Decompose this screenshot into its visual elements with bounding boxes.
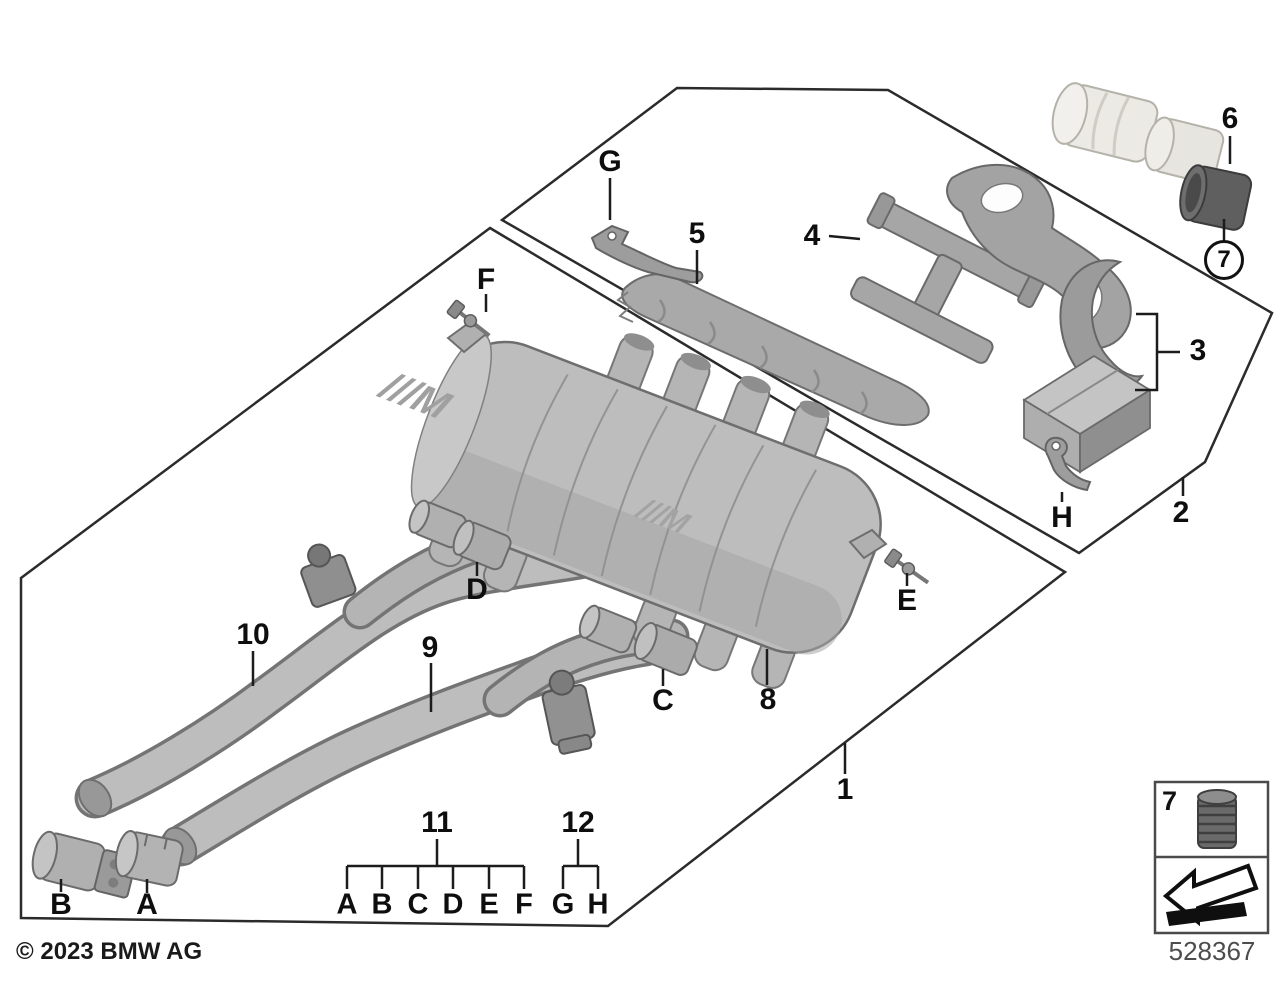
install-arrow-icon	[1162, 863, 1259, 927]
clamp-part-a	[114, 830, 184, 887]
fastener-row-e: E	[479, 888, 499, 921]
callout-3[interactable]: 3	[1189, 334, 1207, 367]
set-screw-icon	[1197, 789, 1237, 849]
clamp-part-c	[578, 604, 698, 676]
exhaust-valve-actuator-left	[300, 543, 357, 608]
legend-item-number: 7	[1162, 786, 1178, 816]
fastener-row-a: A	[336, 888, 358, 921]
callout-9[interactable]: 9	[421, 631, 439, 664]
callout-h: H	[1051, 501, 1073, 534]
bracket-part-h	[1044, 436, 1092, 492]
exhaust-valve-actuator-center	[541, 669, 596, 755]
callout-c: C	[652, 684, 674, 717]
rear-muffler: ///M ///M	[371, 333, 882, 689]
fastener-row-g: G	[551, 888, 575, 921]
callout-d: D	[466, 573, 488, 606]
screw-part-e	[884, 548, 930, 585]
cross-bracket	[850, 192, 1047, 364]
callout-2[interactable]: 2	[1172, 496, 1190, 529]
kit-box	[1022, 354, 1152, 474]
callout-8[interactable]: 8	[759, 683, 777, 716]
callout-b-left: B	[50, 888, 72, 921]
diagram-number: 528367	[1168, 936, 1256, 966]
legend-box	[1153, 780, 1270, 935]
tailpipe-tip-large-light	[1051, 82, 1159, 163]
fastener-row-f: F	[515, 888, 533, 921]
fastener-row-b: B	[371, 888, 393, 921]
fastener-row-c: C	[407, 888, 429, 921]
fastener-row-h: H	[587, 888, 609, 921]
callout-a-left: A	[136, 888, 158, 921]
callout-g: G	[598, 145, 622, 178]
clamp-part-d	[408, 499, 512, 571]
callout-7-circled[interactable]: 7	[1204, 240, 1244, 280]
copyright-text: © 2023 BMW AG	[16, 938, 203, 965]
frame-outline-item1	[19, 226, 1068, 928]
callout-11[interactable]: 11	[421, 806, 453, 839]
callout-6[interactable]: 6	[1221, 102, 1239, 135]
callout-f: F	[476, 263, 496, 296]
callout-4[interactable]: 4	[803, 219, 821, 252]
screw-part-f	[446, 299, 491, 338]
callout-1[interactable]: 1	[836, 773, 854, 806]
callout-10[interactable]: 10	[236, 618, 270, 651]
frame-outline-item2	[499, 86, 1274, 555]
tailpipe-tip-dark	[1179, 164, 1253, 231]
callout-e: E	[896, 584, 918, 617]
muffler-bracket-tab-right	[848, 528, 888, 560]
callout-12[interactable]: 12	[561, 806, 595, 839]
leader-lines	[59, 136, 1232, 893]
fastener-row-d: D	[442, 888, 464, 921]
callout-5[interactable]: 5	[688, 217, 706, 250]
bracket-part-g	[590, 224, 704, 284]
exhaust-pipe-9	[159, 618, 690, 867]
